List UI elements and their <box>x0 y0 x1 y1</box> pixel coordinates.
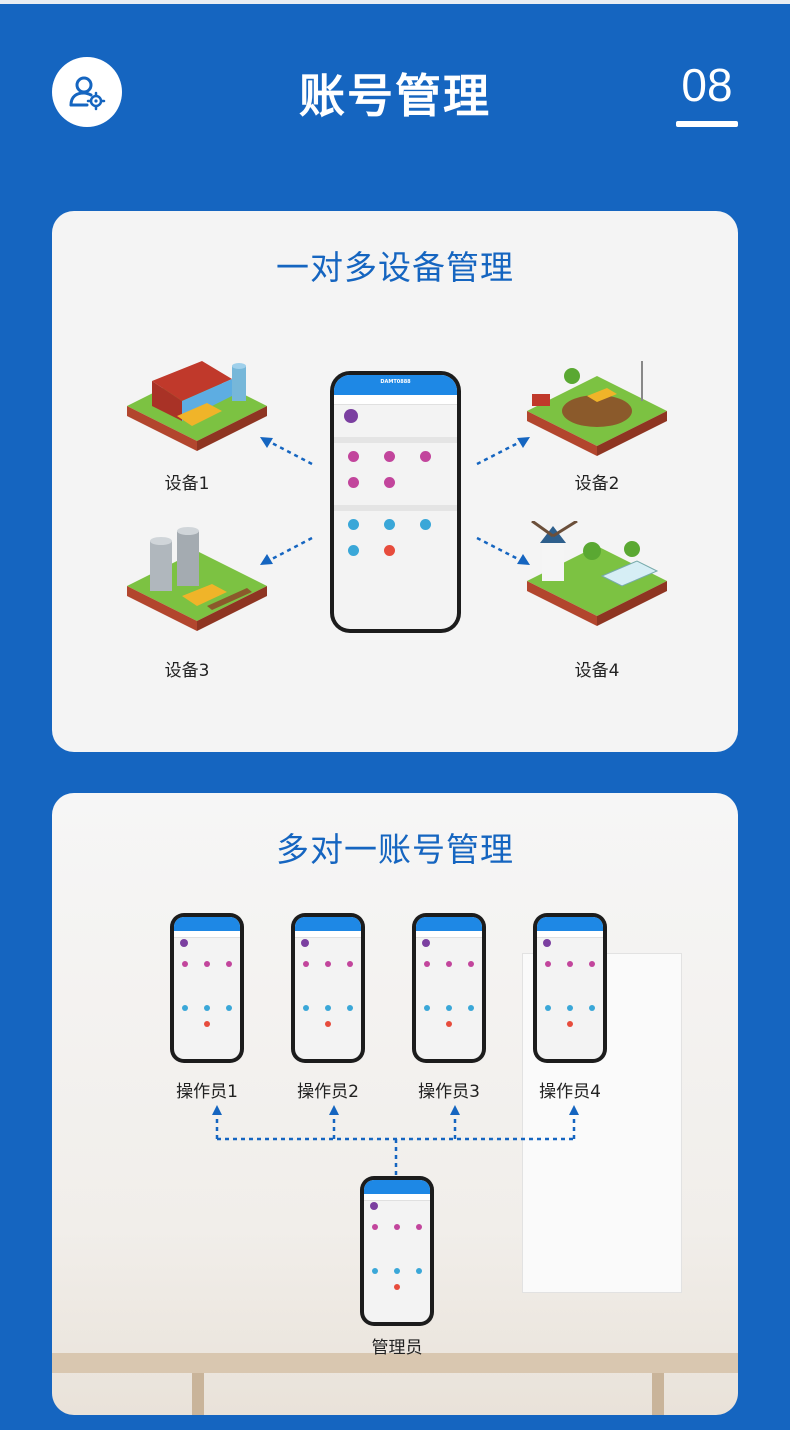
one-to-many-card: 一对多设备管理 <box>52 211 738 752</box>
operator-label-4: 操作员4 <box>539 1082 601 1102</box>
connection-tree <box>212 1105 579 1175</box>
farm-scene-1-image <box>127 361 267 451</box>
device-label-4: 设备4 <box>574 661 620 681</box>
phone-app-title: DAMT0888 <box>380 379 411 385</box>
user-settings-icon <box>52 57 122 127</box>
operator-label-2: 操作员2 <box>297 1082 359 1102</box>
farm-scene-3-image <box>127 527 267 631</box>
top-border <box>0 0 790 4</box>
operator-phone-4 <box>533 913 607 1063</box>
operator-phone-2 <box>291 913 365 1063</box>
many-to-one-card: 多对一账号管理 <box>52 793 738 1415</box>
card-title-many-to-one: 多对一账号管理 <box>276 830 514 869</box>
admin-phone <box>360 1176 434 1326</box>
device-label-2: 设备2 <box>574 474 620 494</box>
operator-label-1: 操作员1 <box>176 1082 238 1102</box>
page-title: 账号管理 <box>299 69 491 123</box>
app-icon-do <box>344 409 358 423</box>
section-number-underline <box>676 121 738 127</box>
card-title-one-to-many: 一对多设备管理 <box>276 248 514 287</box>
farm-scene-4-image <box>527 521 667 626</box>
admin-label: 管理员 <box>371 1338 423 1358</box>
device-label-3: 设备3 <box>164 661 210 681</box>
operator-label-3: 操作员3 <box>418 1082 480 1102</box>
connection-arrows <box>260 437 530 565</box>
farm-scene-2-image <box>527 361 667 456</box>
operator-phone-3 <box>412 913 486 1063</box>
device-label-1: 设备1 <box>164 474 210 494</box>
section-number: 08 <box>681 59 733 111</box>
operator-phone-1 <box>170 913 244 1063</box>
central-phone: DAMT0888 <box>330 371 461 633</box>
background-table <box>52 1353 738 1373</box>
